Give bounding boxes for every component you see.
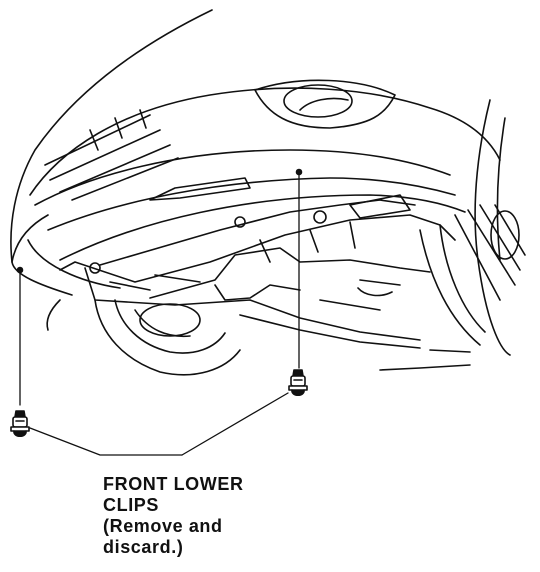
- push-clip-icon: [288, 369, 308, 397]
- splash-shield: [46, 177, 471, 371]
- clip-leader-lines: [19, 174, 300, 406]
- front-bumper: [10, 9, 501, 296]
- callout-line: (Remove and: [103, 516, 223, 536]
- clip-holes: [16, 168, 303, 274]
- callout-line: FRONT LOWER: [103, 474, 244, 494]
- right-wheel: [419, 99, 526, 356]
- callout-label: FRONT LOWER CLIPS (Remove and discard.): [103, 474, 323, 558]
- callout-line: discard.): [103, 537, 184, 557]
- callout-bracket: [29, 392, 289, 456]
- callout-line: CLIPS: [103, 495, 160, 515]
- fog-lamp: [254, 79, 396, 129]
- left-wheel: [94, 299, 241, 376]
- grille: [44, 109, 179, 201]
- push-clip-icon: [10, 410, 30, 438]
